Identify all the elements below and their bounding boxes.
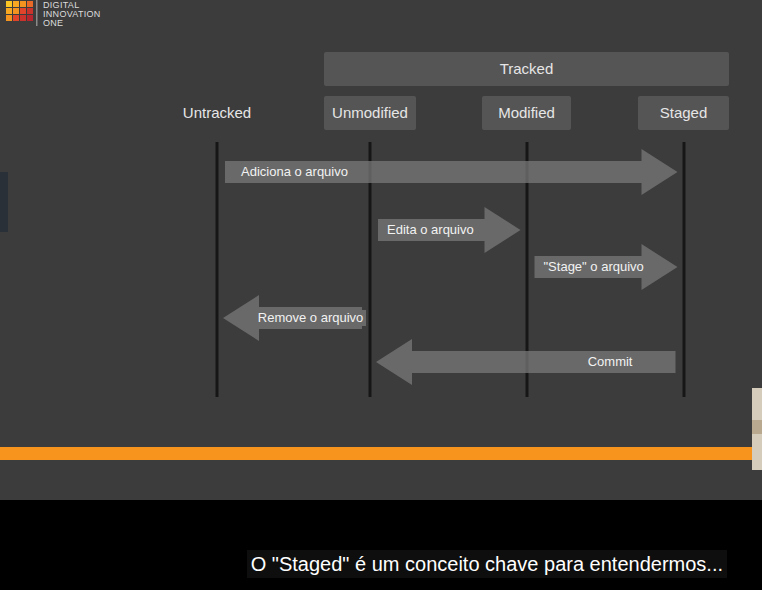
logo-icon	[6, 0, 38, 26]
arrow-label: Commit	[585, 354, 636, 370]
subtitle-band	[0, 500, 762, 590]
block-arrow	[378, 207, 521, 253]
block-arrow	[225, 149, 678, 195]
arrow-label: Adiciona o arquivo	[238, 164, 351, 180]
node-text: Modified	[498, 104, 555, 122]
logo-text: INNOVATION	[43, 9, 101, 19]
subtitle-caption: O "Staged" é um conceito chave para ente…	[247, 550, 727, 578]
logo-text: ONE	[43, 18, 63, 28]
state-box: Modified	[482, 96, 571, 130]
side-panel	[0, 172, 8, 232]
node-text: Staged	[660, 104, 708, 122]
arrow-label: Remove o arquivo	[255, 310, 367, 326]
logo-text: DIGITAL	[43, 0, 79, 10]
orange-bar	[0, 447, 762, 460]
presenter-edge	[752, 388, 762, 470]
block-arrow	[535, 244, 678, 290]
lifelines	[217, 142, 684, 397]
node-text: Tracked	[500, 60, 554, 78]
state-label: Untracked	[172, 96, 262, 130]
block-arrow	[376, 339, 676, 385]
arrow-label: Edita o arquivo	[384, 222, 477, 238]
node-text: Untracked	[183, 104, 251, 122]
node-text: Unmodified	[332, 104, 408, 122]
state-box: Unmodified	[324, 96, 416, 130]
group-band: Tracked	[324, 52, 729, 86]
state-box: Staged	[638, 96, 729, 130]
arrow-label: "Stage" o arquivo	[541, 259, 647, 275]
